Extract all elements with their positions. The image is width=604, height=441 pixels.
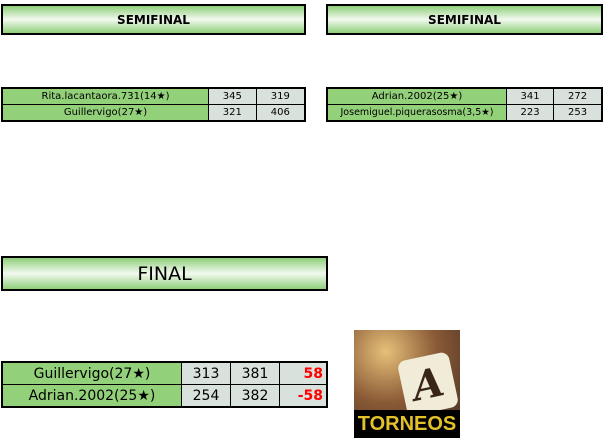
player-name: Adrian.2002(25★) — [326, 87, 507, 105]
score: 319 — [255, 87, 306, 105]
difference: 58 — [279, 361, 328, 385]
score: 272 — [553, 87, 603, 105]
score: 253 — [553, 104, 603, 122]
torneos-logo: A TORNEOS — [354, 330, 460, 438]
score: 406 — [255, 104, 306, 122]
difference: -58 — [279, 384, 328, 408]
logo-label: TORNEOS — [354, 410, 460, 438]
score: 254 — [181, 384, 231, 408]
player-name: Rita.lacantaora.731(14★) — [1, 87, 209, 105]
score: 321 — [208, 104, 257, 122]
semifinal-2-header: SEMIFINAL — [326, 4, 603, 35]
player-name: Josemiguel.piquerasosma(3,5★) — [326, 104, 507, 122]
score: 313 — [181, 361, 231, 385]
score: 382 — [230, 384, 280, 408]
player-name: Guillervigo(27★) — [1, 104, 209, 122]
semifinal-1-header: SEMIFINAL — [1, 4, 306, 35]
player-name: Guillervigo(27★) — [1, 361, 182, 385]
score: 381 — [230, 361, 280, 385]
final-header: FINAL — [1, 256, 328, 291]
player-name: Adrian.2002(25★) — [1, 384, 182, 408]
letter-tile-icon: A — [396, 351, 460, 417]
score: 341 — [505, 87, 555, 105]
score: 345 — [208, 87, 257, 105]
score: 223 — [505, 104, 555, 122]
